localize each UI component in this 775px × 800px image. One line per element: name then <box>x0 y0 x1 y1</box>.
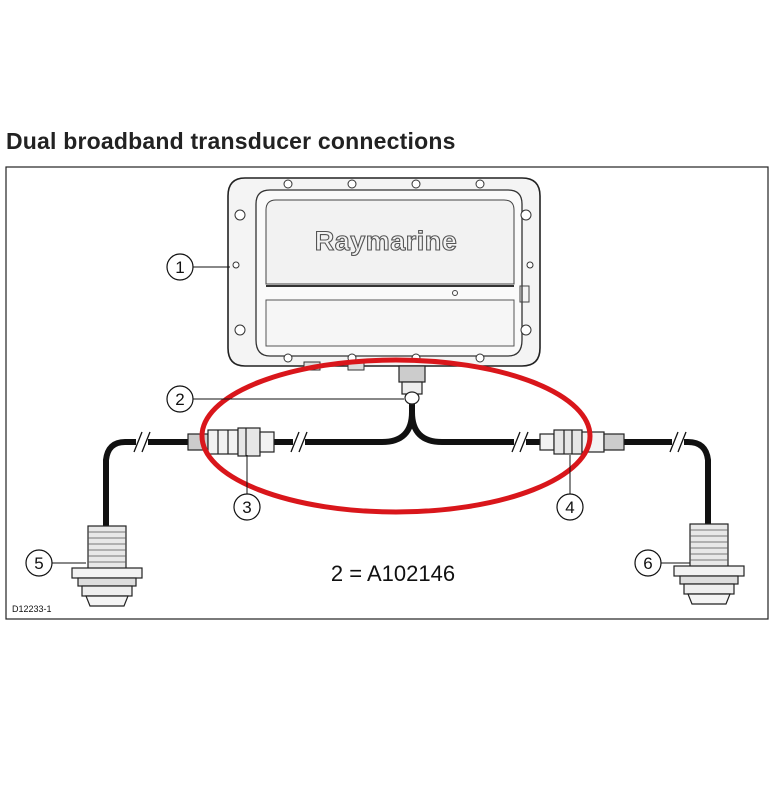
callout-5 <box>25 549 53 577</box>
callout-1 <box>166 253 194 281</box>
right-inline-connector <box>539 429 625 455</box>
left-transducer <box>71 525 143 607</box>
brand-logo: Raymarine <box>315 226 458 256</box>
splitter-connector <box>398 365 426 405</box>
svg-text:3: 3 <box>242 498 251 517</box>
right-transducer <box>673 523 745 605</box>
svg-text:4: 4 <box>565 498 574 517</box>
callout-3 <box>233 493 261 521</box>
diagram-frame <box>5 166 769 620</box>
diagram-title: Dual broadband transducer connections <box>6 128 456 154</box>
callout-4 <box>556 493 584 521</box>
svg-text:2: 2 <box>175 390 184 409</box>
svg-text:5: 5 <box>34 554 43 573</box>
callouts: 1 2 3 4 5 6 <box>25 253 690 577</box>
transducer-cables <box>103 373 711 531</box>
svg-text:6: 6 <box>643 554 652 573</box>
callout-6 <box>634 549 662 577</box>
drawing-id: D12233-1 <box>12 604 52 614</box>
callout-2 <box>166 385 194 413</box>
raymarine-device: Raymarine <box>227 177 541 371</box>
cable-break-marks <box>133 431 687 453</box>
part-number-note: 2 = A102146 <box>331 561 455 586</box>
svg-text:1: 1 <box>175 258 184 277</box>
highlight-ellipse <box>199 357 593 515</box>
